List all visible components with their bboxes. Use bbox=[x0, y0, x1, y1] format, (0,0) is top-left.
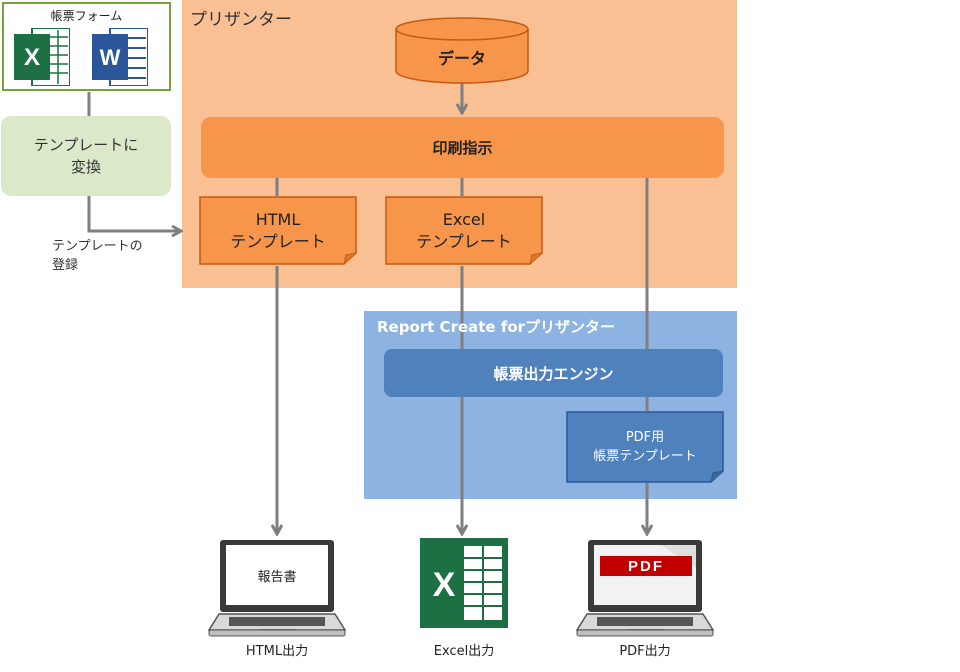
svg-text:X: X bbox=[24, 44, 40, 71]
excel-template: Excel テンプレート bbox=[385, 196, 543, 265]
excel-icon: X bbox=[14, 28, 70, 86]
template-shape bbox=[199, 196, 357, 265]
register-line2: 登録 bbox=[52, 258, 79, 273]
template-shape bbox=[385, 196, 543, 265]
output-engine-bar: 帳票出力エンジン bbox=[384, 349, 723, 397]
word-icon: W bbox=[92, 28, 148, 86]
report-create-title: Report Create forプリザンター bbox=[377, 318, 616, 336]
pdf-output-label: PDF出力 bbox=[619, 644, 671, 659]
html-output-label: HTML出力 bbox=[245, 644, 309, 659]
html-template-line2: テンプレート bbox=[230, 231, 326, 251]
pdf-screen-text: PDF bbox=[628, 557, 664, 575]
register-label: テンプレートの 登録 bbox=[52, 237, 143, 275]
pdf-template: PDF用 帳票テンプレート bbox=[566, 411, 724, 483]
pdf-template-line2: 帳票テンプレート bbox=[593, 449, 697, 464]
excel-template-line2: テンプレート bbox=[416, 231, 512, 251]
print-instruction-bar: 印刷指示 bbox=[201, 117, 724, 178]
excel-output-label: Excel出力 bbox=[433, 644, 495, 659]
svg-text:W: W bbox=[100, 45, 121, 70]
form-box-title: 帳票フォーム bbox=[50, 9, 123, 23]
form-box: 帳票フォーム X W bbox=[2, 2, 171, 91]
html-template-line1: HTML bbox=[255, 209, 301, 229]
pdf-template-line1: PDF用 bbox=[625, 430, 665, 445]
data-cylinder bbox=[395, 17, 529, 84]
data-label: データ bbox=[437, 49, 486, 68]
svg-text:X: X bbox=[433, 566, 456, 604]
template-shape bbox=[566, 411, 724, 483]
html-template: HTML テンプレート bbox=[199, 196, 357, 265]
excel-output-icon: X bbox=[420, 538, 508, 628]
register-line1: テンプレートの bbox=[52, 239, 143, 254]
convert-box: テンプレートに 変換 bbox=[1, 116, 171, 196]
prisanta-title: プリザンター bbox=[190, 10, 292, 30]
laptop-icon bbox=[207, 540, 347, 637]
pdf-laptop-icon bbox=[575, 540, 715, 637]
convert-line1: テンプレートに bbox=[33, 136, 139, 154]
report-screen-text: 報告書 bbox=[257, 569, 297, 585]
convert-line2: 変換 bbox=[70, 158, 101, 176]
excel-template-line1: Excel bbox=[442, 209, 486, 229]
